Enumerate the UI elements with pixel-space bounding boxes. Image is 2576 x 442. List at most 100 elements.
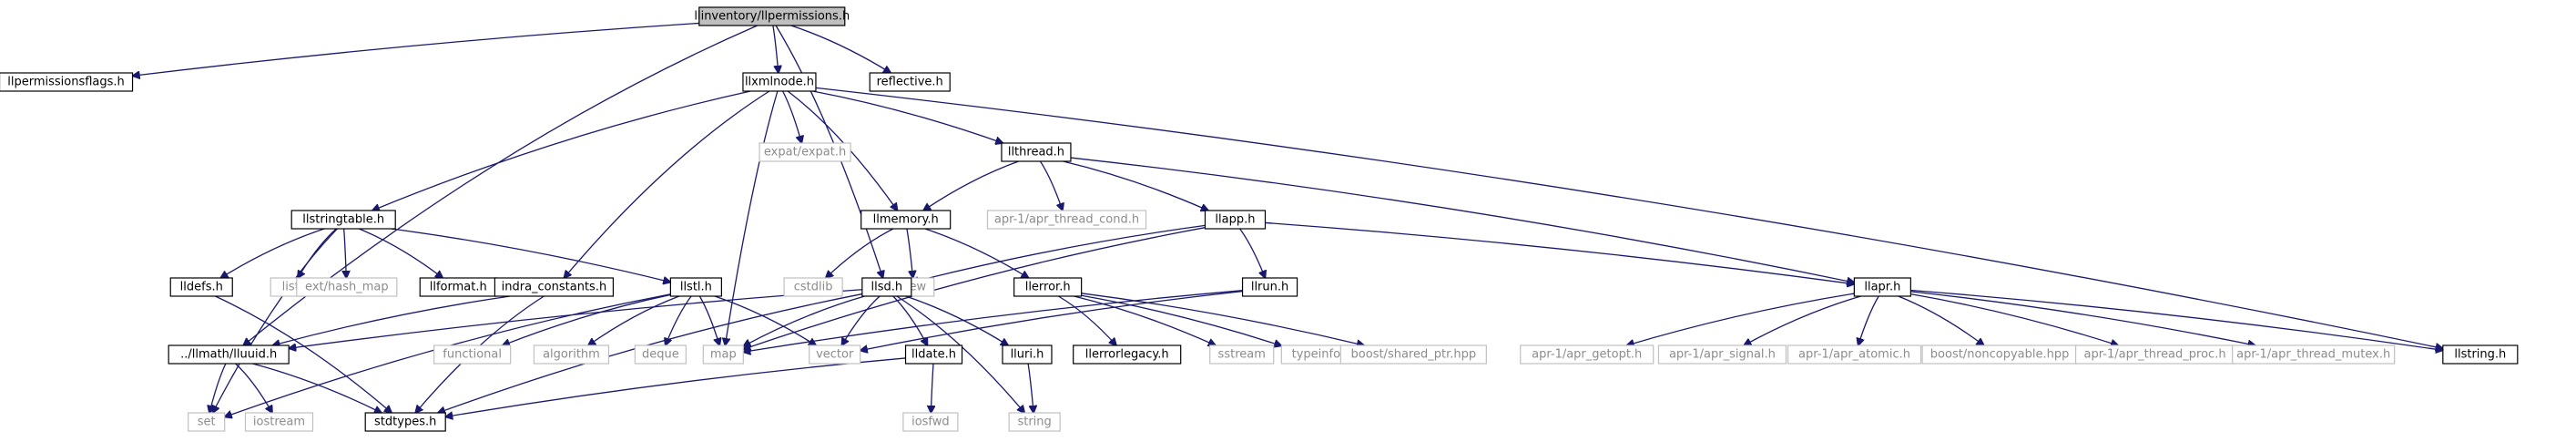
edge-llapp-to-map xyxy=(743,227,1206,350)
node-llformat[interactable]: llformat.h xyxy=(419,277,497,297)
edge-llerror-to-llerrorlegacy xyxy=(1058,295,1116,345)
node-box xyxy=(364,412,446,432)
node-lldate[interactable]: lldate.h xyxy=(904,344,963,365)
node-label: map xyxy=(710,348,737,362)
node-llsd[interactable]: llsd.h xyxy=(861,277,912,297)
node-signal: apr-1/apr_signal.h xyxy=(1657,344,1787,365)
edge-llthread-to-llapr xyxy=(1070,157,1854,283)
node-stdtypes[interactable]: stdtypes.h xyxy=(364,412,446,432)
node-box xyxy=(1013,277,1083,297)
node-label: boost/shared_ptr.hpp xyxy=(1351,348,1477,362)
node-lldefs[interactable]: lldefs.h xyxy=(169,277,233,297)
edge-root-to-llxmlnode xyxy=(772,25,779,73)
edge-llrun-to-map xyxy=(743,290,1243,353)
node-box xyxy=(1209,344,1275,365)
edge-llxmlnode-to-llmemory xyxy=(787,90,897,211)
node-llrun[interactable]: llrun.h xyxy=(1241,277,1298,297)
node-box xyxy=(494,277,615,297)
node-label: stdtypes.h xyxy=(374,416,436,429)
node-box xyxy=(904,344,963,365)
node-label: llthread.h xyxy=(1008,146,1064,159)
node-box xyxy=(168,344,290,365)
edge-llapp-to-llapr xyxy=(1265,221,1854,283)
node-label: indra_constants.h xyxy=(502,281,607,294)
node-label: vector xyxy=(816,348,854,362)
node-label: cstdlib xyxy=(794,281,833,294)
node-label: iostream xyxy=(253,416,305,429)
node-box xyxy=(1073,344,1182,365)
edge-llapr-to-noncopyable xyxy=(1898,295,1984,345)
node-llerror[interactable]: llerror.h xyxy=(1013,277,1083,297)
edge-llstringtable-to-set xyxy=(212,228,338,413)
edge-root-to-reflective xyxy=(790,25,891,73)
node-box xyxy=(296,277,398,297)
node-box xyxy=(1339,344,1487,365)
node-iosfwd: iosfwd xyxy=(902,412,959,432)
node-llerrorlegacy[interactable]: llerrorlegacy.h xyxy=(1073,344,1182,365)
node-llapp[interactable]: llapp.h xyxy=(1204,210,1267,230)
node-label: llmemory.h xyxy=(873,213,939,227)
edge-llxmlnode-to-expat xyxy=(782,90,802,143)
node-box xyxy=(783,277,843,297)
node-box xyxy=(169,277,233,297)
node-label: iosfwd xyxy=(911,416,950,429)
node-llapr[interactable]: llapr.h xyxy=(1853,277,1911,297)
node-label: apr-1/apr_getopt.h xyxy=(1532,348,1642,362)
node-llxmlnode[interactable]: llxmlnode.h xyxy=(742,72,817,92)
node-box xyxy=(742,72,817,92)
node-hash_map: ext/hash_map xyxy=(296,277,398,297)
node-shared_ptr: boost/shared_ptr.hpp xyxy=(1339,344,1487,365)
node-label: algorithm xyxy=(543,348,600,362)
node-lluri[interactable]: lluri.h xyxy=(1002,344,1053,365)
node-deque: deque xyxy=(634,344,687,365)
edge-llapr-to-apr_mutex xyxy=(1910,291,2255,345)
node-llstringtable[interactable]: llstringtable.h xyxy=(290,210,396,230)
node-box xyxy=(0,72,134,92)
node-box xyxy=(634,344,687,365)
node-label: apr-1/apr_thread_cond.h xyxy=(994,213,1139,227)
node-lluuid[interactable]: ../llmath/lluuid.h xyxy=(168,344,290,365)
node-llmemory[interactable]: llmemory.h xyxy=(860,210,952,230)
node-label: lldefs.h xyxy=(180,281,223,294)
node-set: set xyxy=(188,412,226,432)
node-llthread[interactable]: llthread.h xyxy=(1001,142,1072,162)
edge-llrun-to-vector xyxy=(860,290,1243,351)
node-box xyxy=(1008,412,1061,432)
node-label: apr-1/apr_atomic.h xyxy=(1798,348,1910,362)
edge-llsd-to-lluuid xyxy=(289,289,862,348)
node-label: ../llmath/lluuid.h xyxy=(180,348,277,362)
edge-llerror-to-typeinfo xyxy=(1081,294,1282,345)
edge-llstringtable-to-lldefs xyxy=(220,228,325,278)
node-indra[interactable]: indra_constants.h xyxy=(494,277,615,297)
node-label: apr-1/apr_thread_proc.h xyxy=(2084,348,2226,362)
edge-lluuid-to-stdtypes xyxy=(252,363,382,413)
node-box xyxy=(902,412,959,432)
node-root[interactable]: llinventory/llpermissions.h xyxy=(694,6,850,26)
node-box xyxy=(698,6,846,26)
node-label: expat/expat.h xyxy=(764,146,846,159)
node-llstl[interactable]: llstl.h xyxy=(669,277,722,297)
edge-llapr-to-llstring xyxy=(1910,289,2442,350)
node-map: map xyxy=(702,344,744,365)
node-box xyxy=(860,210,952,230)
edge-llsd-to-stdtypes xyxy=(438,293,862,413)
node-reflective[interactable]: reflective.h xyxy=(869,72,951,92)
edge-llapp-to-llsd xyxy=(911,224,1206,282)
node-label: llsd.h xyxy=(871,281,903,294)
edge-llapp-to-llrun xyxy=(1239,228,1266,278)
node-expat: expat/expat.h xyxy=(759,142,851,162)
node-apr_mutex: apr-1/apr_thread_mutex.h xyxy=(2232,344,2396,365)
node-box xyxy=(2232,344,2396,365)
node-label: llxmlnode.h xyxy=(745,76,814,89)
node-llstring[interactable]: llstring.h xyxy=(2442,344,2519,365)
node-noncopyable: boost/noncopyable.hpp xyxy=(1921,344,2078,365)
node-label: llerrorlegacy.h xyxy=(1085,348,1169,362)
node-string: string xyxy=(1008,412,1061,432)
node-label: llformat.h xyxy=(430,281,487,294)
edge-llmemory-to-llerror xyxy=(924,228,1029,278)
edge-llxmlnode-to-llthread xyxy=(812,90,1003,143)
node-llpermissionsflags[interactable]: llpermissionsflags.h xyxy=(0,72,134,92)
edge-lluri-to-string xyxy=(1027,363,1033,413)
edge-lluuid-to-iostream xyxy=(235,363,272,413)
